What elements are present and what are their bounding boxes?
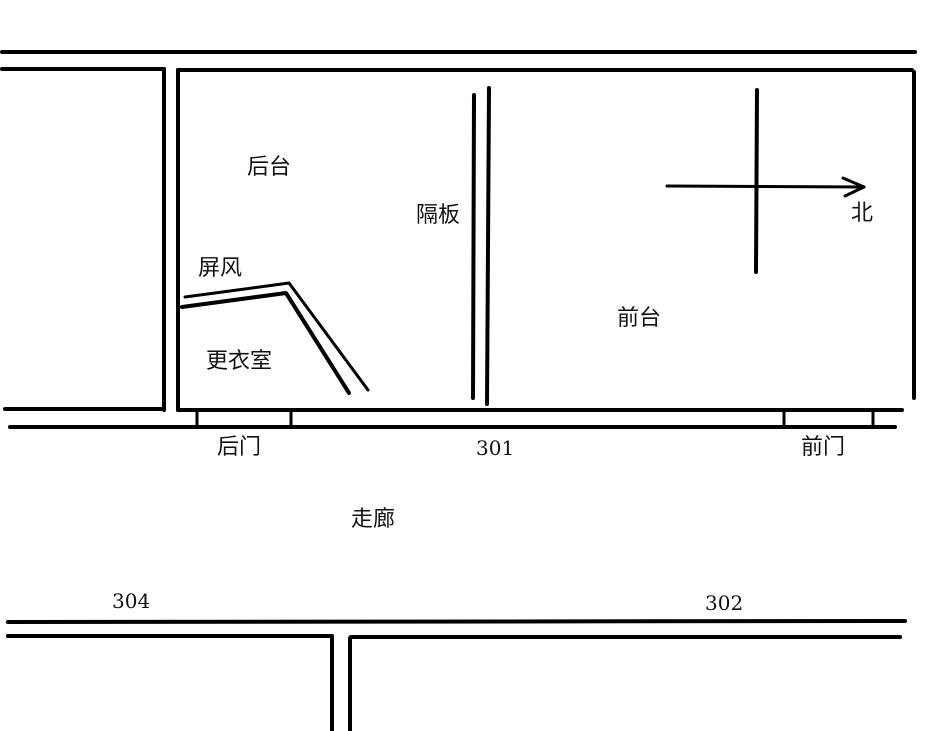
label-front-door: 前门 (801, 435, 846, 460)
label-room-301: 301 (476, 436, 515, 460)
compass-north-arrowhead (841, 176, 866, 198)
label-front-stage: 前台 (617, 306, 662, 331)
label-dressing-room: 更衣室 (206, 349, 273, 374)
screen-inner-line (180, 291, 351, 395)
compass-vertical-line (754, 88, 759, 274)
partition-line-left (471, 93, 476, 400)
compass-north-arrow-shaft (665, 184, 866, 189)
screen-outer-line (183, 281, 370, 392)
label-room-302: 302 (705, 591, 744, 615)
label-corridor: 走廊 (351, 507, 396, 532)
label-room-304: 304 (112, 589, 151, 613)
label-backstage: 后台 (247, 155, 292, 180)
partition-line-right (485, 86, 491, 406)
label-screen: 屏风 (198, 256, 243, 281)
label-back-door: 后门 (217, 435, 262, 460)
label-north: 北 (851, 201, 874, 226)
corridor-south-edge (6, 619, 907, 624)
label-partition: 隔板 (416, 203, 461, 228)
